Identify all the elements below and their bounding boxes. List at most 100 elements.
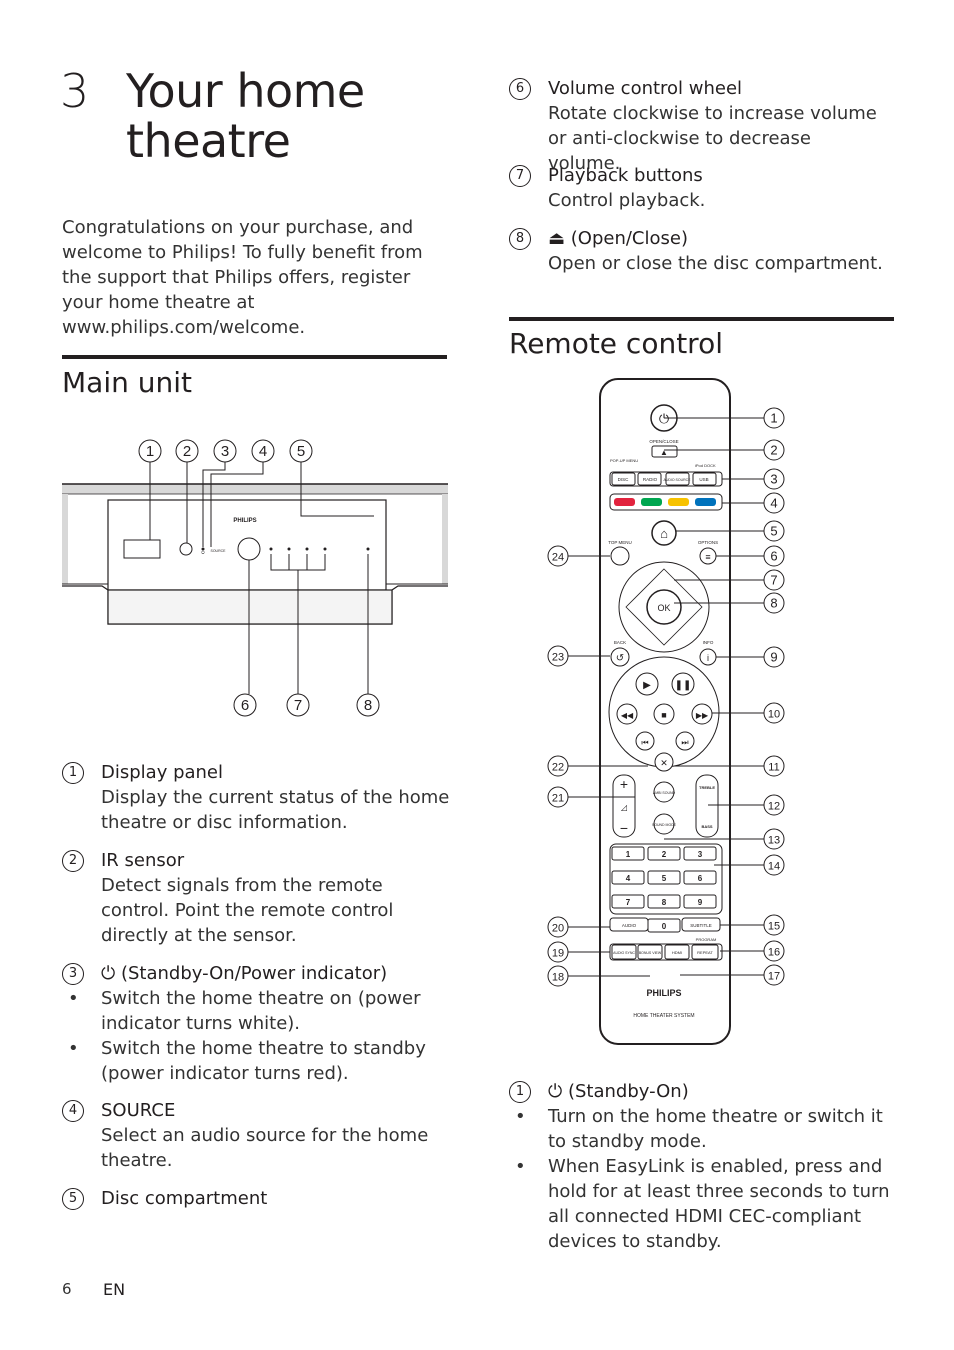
list-item: 2 IR sensor Detect signals from the remo… (62, 848, 452, 948)
item-number: 7 (509, 165, 531, 187)
item-heading: Playback buttons (548, 165, 703, 186)
list-item: 5 Disc compartment (62, 1186, 452, 1211)
svg-text:AUDIO SYNC: AUDIO SYNC (613, 951, 635, 955)
list-item: 3 ⏻ (Standby-On/Power indicator) Switch … (62, 961, 452, 1086)
digit-label: 4 (626, 874, 631, 883)
svg-text:4: 4 (259, 443, 267, 460)
item-heading: (Open/Close) (570, 228, 688, 249)
svg-text:▶▶: ▶▶ (696, 711, 709, 720)
digit-label: 3 (698, 850, 703, 859)
svg-text:SOUND MODE: SOUND MODE (652, 823, 677, 827)
svg-text:⏻: ⏻ (201, 550, 205, 555)
svg-text:2: 2 (183, 443, 191, 460)
main-unit-diagram: 1 2 3 4 5 6 7 8 PHILIPS ⏻ SOURCE (62, 439, 448, 717)
callout-right: 7 (770, 573, 777, 588)
callout-right: 3 (770, 472, 777, 487)
svg-text:SUBTITLE: SUBTITLE (690, 923, 712, 928)
svg-text:+: + (620, 776, 628, 792)
svg-text:PHILIPS: PHILIPS (233, 518, 256, 524)
svg-text:BACK: BACK (614, 640, 626, 645)
callout-left: 19 (552, 948, 564, 960)
power-icon: ⏻ (548, 1081, 563, 1102)
svg-text:◀◀: ◀◀ (621, 711, 634, 720)
digit-key (647, 870, 681, 885)
callout-right: 2 (770, 443, 777, 458)
list-item: 8 ⏏ (Open/Close) Open or close the disc … (509, 226, 889, 276)
callout-right: 1 (770, 411, 777, 426)
svg-text:1: 1 (146, 443, 154, 460)
digit-key (683, 846, 717, 861)
svg-text:USB: USB (699, 477, 708, 482)
svg-text:▲: ▲ (660, 448, 668, 457)
svg-text:▶: ▶ (643, 680, 651, 691)
svg-text:■: ■ (661, 710, 666, 720)
callout-right: 16 (768, 947, 780, 959)
svg-text:PHILIPS: PHILIPS (646, 988, 681, 998)
digit-label: 0 (662, 922, 667, 931)
callout-left: 20 (552, 923, 564, 935)
power-icon: ⏻ (101, 963, 116, 984)
svg-text:REPEAT: REPEAT (697, 950, 713, 955)
page-number: 6 (62, 1280, 72, 1298)
item-description: Display the current status of the home t… (101, 787, 450, 833)
svg-text:DISC: DISC (618, 477, 630, 482)
svg-text:↺: ↺ (616, 653, 624, 664)
list-item: 1 ⏻ (Standby-On) Turn on the home theatr… (509, 1079, 894, 1254)
svg-text:TREBLE: TREBLE (699, 785, 715, 790)
svg-text:PROGRAM: PROGRAM (696, 937, 717, 942)
list-item: 6 Volume control wheel Rotate clockwise … (509, 76, 889, 176)
svg-text:HOME THEATER SYSTEM: HOME THEATER SYSTEM (633, 1013, 694, 1019)
item-number: 8 (509, 228, 531, 250)
callout-right: 10 (768, 709, 780, 721)
svg-text:HDMI: HDMI (672, 950, 682, 955)
callout-right: 4 (770, 496, 777, 511)
item-number: 1 (62, 762, 84, 784)
item-heading: Volume control wheel (548, 78, 743, 99)
svg-text:RADIO: RADIO (643, 477, 658, 482)
item-number: 3 (62, 963, 84, 985)
item-heading: (Standby-On/Power indicator) (120, 963, 388, 984)
svg-text:≡: ≡ (705, 552, 710, 562)
chapter-number: 3 (60, 64, 90, 118)
callout-right: 14 (768, 861, 780, 873)
svg-text:SOURCE: SOURCE (211, 549, 227, 553)
item-heading: Disc compartment (101, 1188, 268, 1209)
item-number: 2 (62, 850, 84, 872)
digit-key (647, 846, 681, 861)
svg-text:AUDIO: AUDIO (622, 923, 637, 928)
svg-text:TOP MENU: TOP MENU (608, 540, 632, 545)
list-item: 1 Display panel Display the current stat… (62, 760, 452, 835)
callout-left: 21 (552, 793, 564, 805)
digit-key (683, 894, 717, 909)
svg-text:AMBI SOUND: AMBI SOUND (653, 791, 676, 795)
svg-text:iPod DOCK: iPod DOCK (695, 463, 716, 468)
svg-text:⏮: ⏮ (641, 738, 648, 747)
bullet-item: When EasyLink is enabled, press and hold… (509, 1154, 894, 1254)
callout-right: 17 (768, 971, 780, 983)
digit-label: 5 (662, 874, 667, 883)
svg-text:5: 5 (297, 443, 305, 460)
digit-key (683, 870, 717, 885)
digit-label: 1 (626, 850, 631, 859)
svg-text:7: 7 (294, 697, 302, 714)
item-number: 6 (509, 78, 531, 100)
remote-control-diagram: ⏻ OPEN/CLOSE ▲ POP-UP MENU iPod DOCK DIS… (547, 378, 785, 1045)
section-rule (62, 355, 447, 359)
svg-text:8: 8 (364, 697, 372, 714)
svg-text:BASS: BASS (701, 824, 712, 829)
section-title-main-unit: Main unit (62, 366, 192, 399)
callout-right: 12 (768, 801, 780, 813)
digit-key (611, 846, 645, 861)
item-number: 5 (62, 1188, 84, 1210)
callout-left: 18 (552, 972, 564, 984)
svg-text:⌂: ⌂ (660, 526, 668, 541)
item-description: Rotate clockwise to increase volume or a… (548, 103, 877, 174)
svg-text:❚❚: ❚❚ (675, 680, 692, 691)
svg-text:−: − (620, 820, 628, 836)
language-code: EN (103, 1280, 126, 1299)
callout-right: 13 (768, 835, 780, 847)
callout-right: 11 (768, 762, 779, 774)
svg-text:◿: ◿ (621, 803, 628, 812)
digit-key (611, 870, 645, 885)
item-description: Select an audio source for the home thea… (101, 1125, 429, 1171)
